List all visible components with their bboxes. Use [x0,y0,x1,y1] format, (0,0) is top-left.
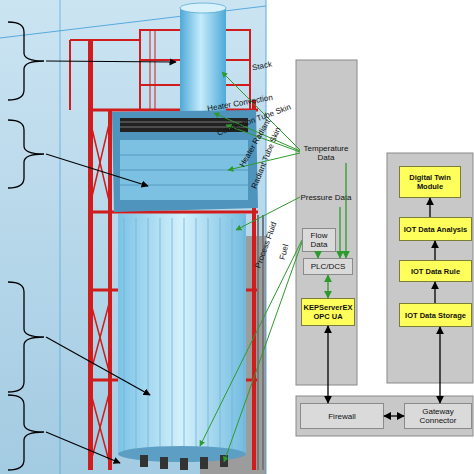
connector [327,275,328,298]
part-label: Fuel [278,243,291,260]
panel [296,60,357,385]
steel-frame [155,30,156,110]
connector [345,163,346,258]
sensor-leader [200,240,302,446]
connector [434,282,435,303]
section-bracket [8,22,44,470]
process-box: IOT Data Storage [399,303,472,327]
section-bracket [8,282,44,392]
radiant-section [124,218,125,452]
radiant-section [232,218,233,452]
box-text: Gateway Connector [405,407,471,425]
radiant-section [184,218,185,452]
firewall-box: Firewall [300,403,384,429]
steel-frame [69,40,71,110]
radiant-section [118,214,246,454]
radiant-section [124,218,244,452]
connector [339,207,340,258]
steel-frame [88,40,93,470]
box-text: Temperature Data [300,144,352,162]
pointer-arrow [46,432,120,463]
box-text: KEPServerEX OPC UA [302,303,354,321]
steel-frame [90,120,110,205]
controller-box: PLC/DCS [303,258,353,275]
steel-frame [90,390,110,465]
box-text: IOT Data Analysis [404,225,468,234]
convection-section [120,155,248,156]
panel [296,60,473,436]
connector [429,198,430,217]
radiant-section [196,218,197,452]
box-text: IOT Data Storage [405,311,466,320]
section-bracket [8,22,44,100]
process-box: IOT Data Rule [399,260,472,282]
pointer-arrow [46,337,150,395]
radiant-section [160,218,161,452]
process-box: IOT Data Analysis [399,217,472,241]
box-text: Digital Twin Module [400,173,460,191]
steel-frame [150,30,151,110]
convection-section [120,185,248,186]
server-box: KEPServerEX OPC UA [301,298,355,326]
steel-frame [88,211,258,214]
radiant-section [200,457,208,469]
connector [384,415,404,416]
module-box: Digital Twin Module [399,166,461,198]
sensor-leader [200,72,302,462]
stack [180,3,226,112]
steel-frame [70,39,140,41]
box-text: Flow Data [303,231,335,249]
pointer-arrow [46,61,176,62]
radiant-section [136,218,137,452]
section-bracket [8,395,44,470]
radiant-section [180,458,188,470]
data-source: Temperature Data [300,143,352,163]
gateway-box: Gateway Connector [404,403,472,429]
connector [439,327,440,403]
radiant-section [148,218,149,452]
panel [387,153,473,383]
radiant-section [244,218,245,452]
steel-frame [90,120,110,205]
radiant-section [140,455,148,467]
section-bracket [8,120,44,188]
render-background [60,0,61,474]
connector [327,326,328,403]
pointer-arrow [46,154,148,186]
stack [180,3,226,13]
render-background [0,6,266,38]
sensor-leader [224,242,302,462]
radiant-section [172,218,173,452]
radiant-section [220,218,221,452]
radiant-section [118,214,263,470]
data-source: Pressure Data [300,187,352,207]
box-text: Firewall [328,412,356,421]
panel [296,396,473,436]
steel-frame [70,30,258,470]
render-background [0,0,266,474]
data-source-box: Flow Data [302,228,336,252]
stack [180,8,226,112]
box-text: IOT Data Rule [411,267,460,276]
pointer-arrow [46,61,176,463]
box-text: Pressure Data [300,193,351,202]
box-text: PLC/DCS [311,262,346,271]
steel-frame [90,390,110,465]
render-background [0,0,266,474]
connector [434,241,435,260]
radiant-section [208,218,209,452]
convection-section [120,122,248,123]
radiant-section [160,457,168,469]
